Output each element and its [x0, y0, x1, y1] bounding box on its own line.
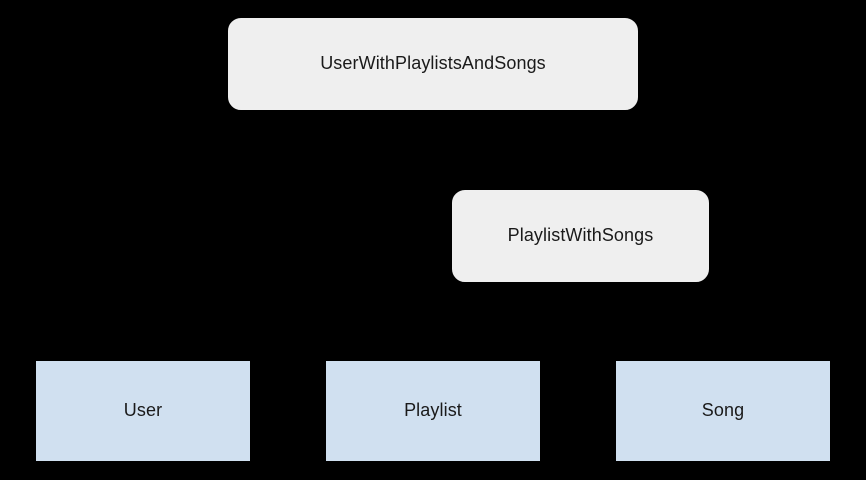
node-user[interactable]: User [36, 361, 250, 461]
node-song[interactable]: Song [616, 361, 830, 461]
node-label-song: Song [701, 400, 745, 421]
node-label-user: User [123, 400, 163, 421]
node-label-user-with-playlists-and-songs: UserWithPlaylistsAndSongs [320, 53, 546, 74]
node-label-playlist-with-songs: PlaylistWithSongs [507, 225, 654, 246]
node-label-playlist: Playlist [404, 400, 462, 421]
node-playlist-with-songs[interactable]: PlaylistWithSongs [452, 190, 709, 282]
node-playlist[interactable]: Playlist [326, 361, 540, 461]
node-user-with-playlists-and-songs[interactable]: UserWithPlaylistsAndSongs [228, 18, 638, 110]
